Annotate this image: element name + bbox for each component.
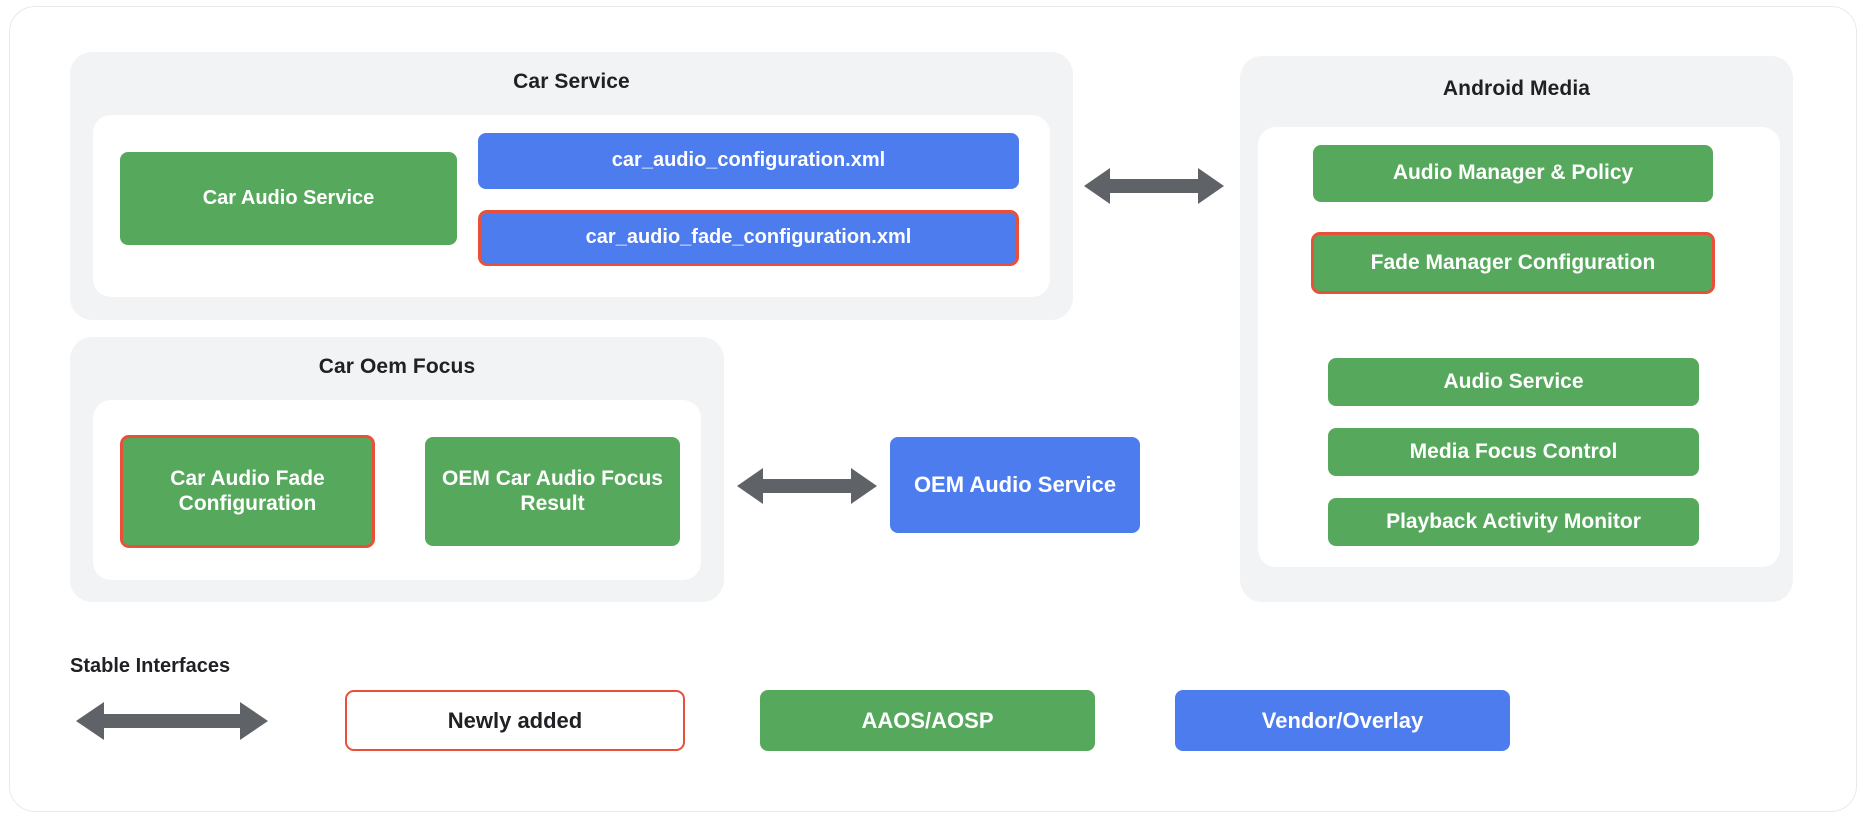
node-audio-manager-policy[interactable]: Audio Manager & Policy [1313, 145, 1713, 202]
legend-item-vendor-overlay[interactable]: Vendor/Overlay [1175, 690, 1510, 751]
legend-item-aaos-aosp[interactable]: AAOS/AOSP [760, 690, 1095, 751]
node-media-focus-control[interactable]: Media Focus Control [1328, 428, 1699, 476]
legend-item-newly-added[interactable]: Newly added [345, 690, 685, 751]
group-title-car-oem-focus: Car Oem Focus [318, 355, 476, 378]
node-audio-service[interactable]: Audio Service [1328, 358, 1699, 406]
double-arrow-horizontal-icon-legend [76, 702, 268, 740]
node-car-audio-service[interactable]: Car Audio Service [120, 152, 457, 245]
node-oem-audio-service[interactable]: OEM Audio Service [890, 437, 1140, 533]
group-title-car-service: Car Service [513, 70, 630, 93]
double-arrow-horizontal-icon-car-service [1084, 168, 1224, 204]
double-arrow-horizontal-icon-oem-focus [737, 468, 877, 504]
node-oem-car-audio-focus-result[interactable]: OEM Car Audio Focus Result [425, 437, 680, 546]
group-title-android-media: Android Media [1442, 77, 1591, 100]
node-playback-activity-monitor[interactable]: Playback Activity Monitor [1328, 498, 1699, 546]
node-fade-manager-configuration[interactable]: Fade Manager Configuration [1311, 232, 1715, 294]
legend-stable-interfaces-label: Stable Interfaces [70, 655, 231, 677]
node-car-audio-configuration-xml[interactable]: car_audio_configuration.xml [478, 133, 1019, 189]
node-car-audio-fade-configuration[interactable]: Car Audio Fade Configuration [120, 435, 375, 548]
node-car-audio-fade-configuration-xml[interactable]: car_audio_fade_configuration.xml [478, 210, 1019, 266]
